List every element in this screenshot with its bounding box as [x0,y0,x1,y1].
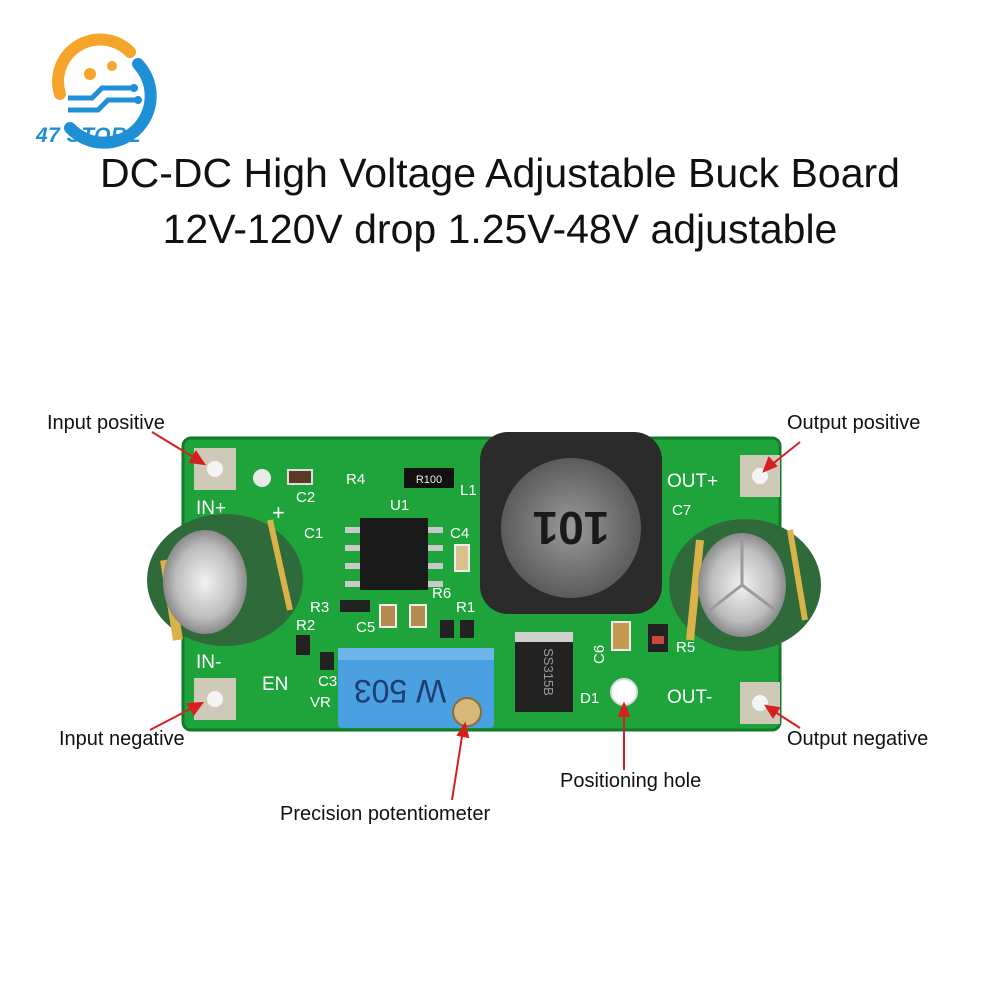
silk-r2: R2 [296,617,315,634]
silk-r6: R6 [432,585,451,602]
silk-r5: R5 [676,639,695,656]
silk-r1: R1 [456,599,475,616]
resistor-r4 [404,468,454,488]
precision-potentiometer: W 503 [338,648,494,728]
silk-c3: C3 [318,673,337,690]
label-positioning-hole: Positioning hole [560,770,702,792]
ic-u1 [345,518,443,590]
silk-r3: R3 [310,599,329,616]
positioning-hole [610,678,638,706]
label-output-positive: Output positive [787,412,921,434]
label-input-negative: Input negative [59,728,185,750]
store-logo [52,33,157,149]
silk-out-minus: OUT- [667,687,712,708]
silk-c4: C4 [450,525,469,542]
silk-in-plus: IN+ [196,498,226,519]
inductor-marking: 101 [533,502,610,554]
label-input-positive: Input positive [47,412,165,434]
label-output-negative: Output negative [787,728,929,750]
silk-c6: C6 [591,645,608,664]
title-line-2: 12V-120V drop 1.25V-48V adjustable [162,206,838,252]
silk-c1: C1 [304,525,323,542]
brand-name: 47 STORE [36,124,142,147]
silk-in-minus: IN- [196,652,221,673]
silk-d1: D1 [580,690,599,707]
silk-plus: + [272,500,285,525]
output-capacitor [669,519,821,651]
diode-d1: SS315B [515,632,573,712]
label-precision-potentiometer: Precision potentiometer [280,803,491,825]
silk-c7: C7 [672,502,691,519]
silk-out-plus: OUT+ [667,471,718,492]
silk-r4: R4 [346,471,365,488]
title-line-1: DC-DC High Voltage Adjustable Buck Board [100,150,900,196]
silk-c2: C2 [296,489,315,506]
silk-vr: VR [310,694,331,711]
silk-c5: C5 [356,619,375,636]
pot-marking: W 503 [354,673,446,709]
resistor-marking: R100 [416,474,442,486]
silk-l1: L1 [460,482,477,499]
silk-u1: U1 [390,497,409,514]
diode-marking: SS315B [541,648,556,696]
inductor: 101 [480,432,662,614]
silk-en: EN [262,674,288,695]
input-capacitor [147,514,303,646]
